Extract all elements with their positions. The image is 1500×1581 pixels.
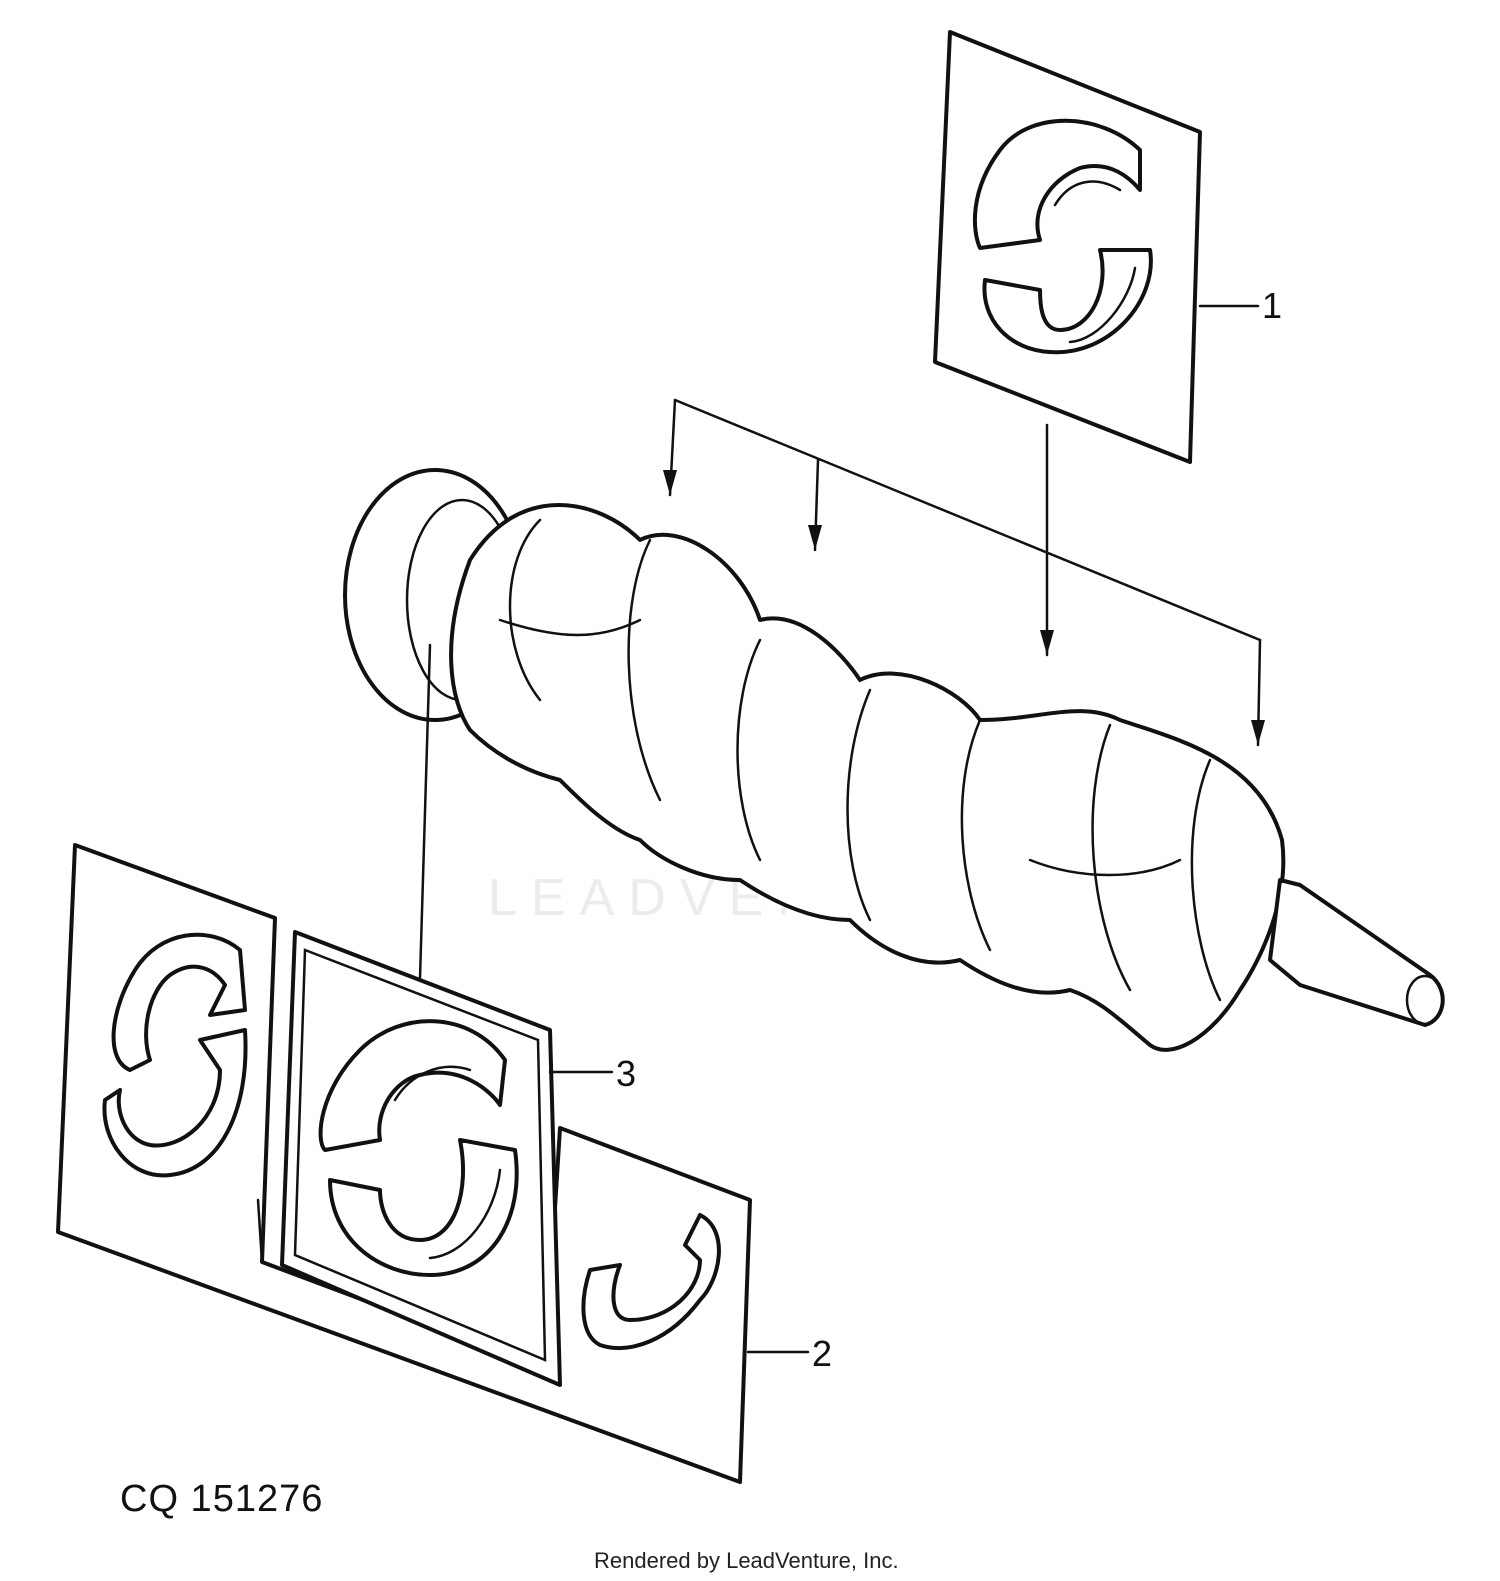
thrust-bearing-upper-shell [318, 1019, 507, 1152]
render-credit: Rendered by LeadVenture, Inc. [594, 1548, 899, 1573]
thrust-journal-leader [418, 643, 432, 980]
main-bearing-upper-shell [972, 118, 1142, 250]
callout-1-label: 1 [1262, 285, 1282, 326]
main-bearing-panel [933, 30, 1202, 464]
thrust-washer-left [102, 932, 248, 1178]
main-bearing-lower-shell [982, 248, 1153, 355]
callout-3-label: 3 [616, 1053, 636, 1094]
callout-2-label: 2 [812, 1333, 832, 1374]
thrust-washer-panel [56, 843, 752, 1484]
thrust-washer-right [581, 1213, 721, 1350]
thrust-bearing-panel [280, 930, 562, 1387]
figure-id: CQ 151276 [120, 1478, 324, 1520]
thrust-bearing-lower-shell [328, 1138, 519, 1277]
crankshaft [343, 468, 1445, 1052]
main-journal-arrows [663, 398, 1265, 747]
